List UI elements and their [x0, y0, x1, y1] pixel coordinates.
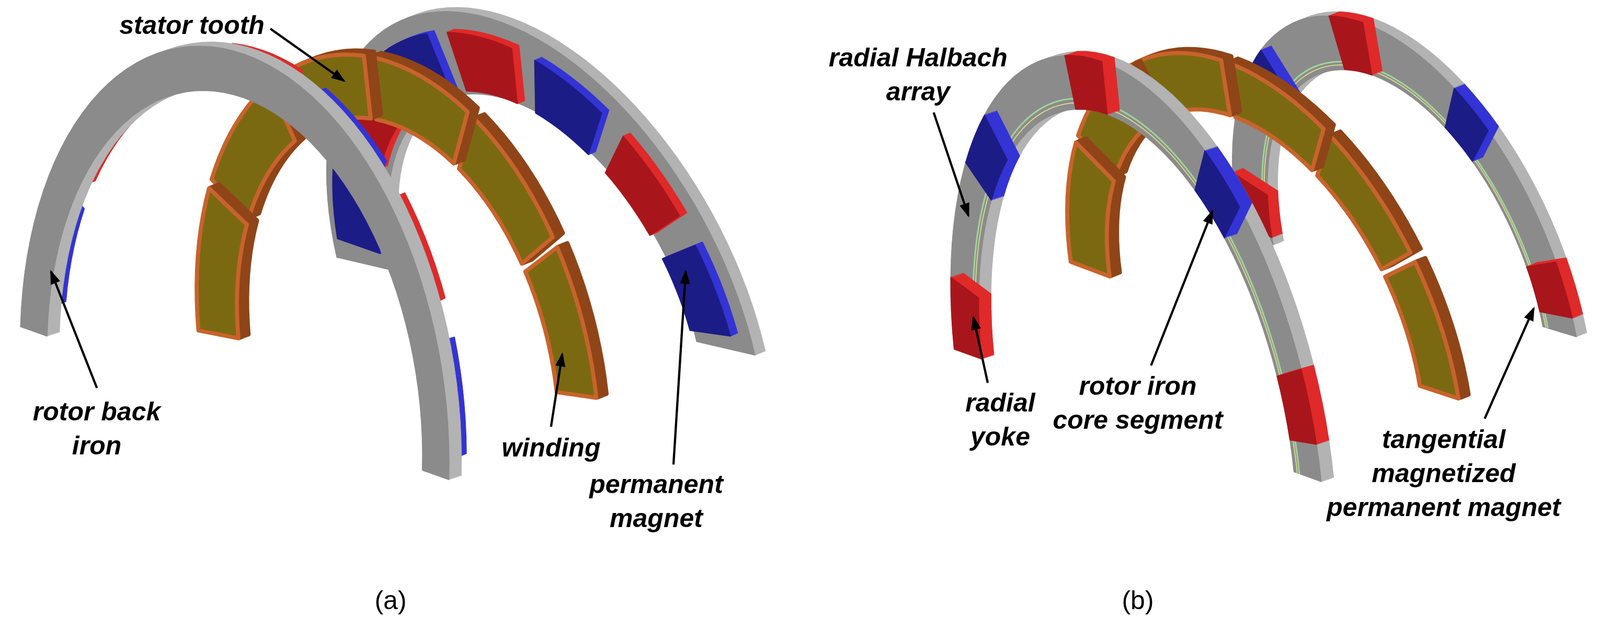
halbach-line	[973, 98, 1300, 474]
part-label: permanent magnet	[567, 467, 746, 536]
tangential-magnet	[1328, 11, 1383, 75]
part-label: rotor iron core segment	[1048, 369, 1227, 438]
stator-tooth-face	[1067, 142, 1114, 277]
stator-tooth-face	[1317, 135, 1411, 270]
part-label: winding	[472, 430, 630, 465]
panel-letter: (a)	[353, 583, 428, 618]
tangential-magnet-face	[1444, 87, 1489, 162]
tangential-magnet-face	[1328, 15, 1373, 76]
tangential-magnet-face	[1194, 150, 1240, 239]
tangential-magnet	[950, 272, 994, 360]
yoke-line	[975, 103, 1297, 474]
stator-tooth	[1067, 138, 1125, 277]
leader-arrow	[51, 271, 98, 388]
part-label: radial Halbach array	[808, 40, 1028, 109]
stator-tooth-face	[1385, 261, 1459, 399]
stator-tooth-face	[370, 56, 468, 164]
stator-tooth-face	[459, 118, 553, 264]
permanent-magnet	[534, 56, 610, 155]
part-label: tangential magnetized permanent magnet	[1315, 422, 1572, 525]
leader-arrow	[1150, 211, 1213, 366]
stator-tooth	[459, 114, 564, 264]
part-label: stator tooth	[82, 8, 302, 43]
permanent-magnet	[661, 242, 738, 337]
part-label: rotor back iron	[10, 394, 184, 463]
permanent-magnet	[604, 132, 687, 236]
stator-tooth-face	[196, 188, 247, 339]
tangential-magnet	[965, 110, 1021, 201]
part-label: radial yoke	[947, 385, 1053, 454]
tangential-magnet-face	[1064, 55, 1108, 115]
tangential-magnet	[1444, 83, 1499, 162]
tangential-magnet-face	[965, 114, 1008, 201]
tangential-magnet	[1276, 364, 1330, 445]
leader-arrow	[1484, 308, 1534, 419]
permanent-magnet-face	[534, 60, 602, 155]
tangential-magnet-face	[1276, 369, 1317, 445]
stator-tooth-face	[1227, 62, 1324, 170]
leader-arrow	[551, 354, 563, 428]
tangential-magnet	[1064, 51, 1120, 115]
leader-arrow	[933, 112, 969, 216]
stator-tooth	[370, 52, 478, 164]
tangential-magnet	[1526, 257, 1583, 319]
tangential-magnet	[1194, 146, 1252, 239]
permanent-magnet-face	[604, 135, 680, 236]
stator-tooth	[1227, 58, 1334, 170]
stator-tooth-face	[525, 247, 597, 398]
motor-parts	[20, 7, 1587, 482]
leader-lines	[51, 28, 1535, 465]
stator-tooth	[196, 184, 258, 339]
stator-tooth	[1385, 257, 1469, 399]
leader-arrow	[973, 317, 988, 383]
leader-arrow	[673, 271, 686, 465]
panel-letter: (b)	[1101, 583, 1175, 618]
permanent-magnet-face	[661, 244, 731, 337]
rotor-iron-core	[950, 51, 1334, 482]
tangential-magnet-face	[950, 277, 982, 360]
stator-tooth	[1317, 131, 1421, 270]
rotor-iron-core-face	[950, 55, 1322, 483]
leader-arrow	[270, 28, 345, 82]
stator-tooth	[525, 243, 607, 398]
